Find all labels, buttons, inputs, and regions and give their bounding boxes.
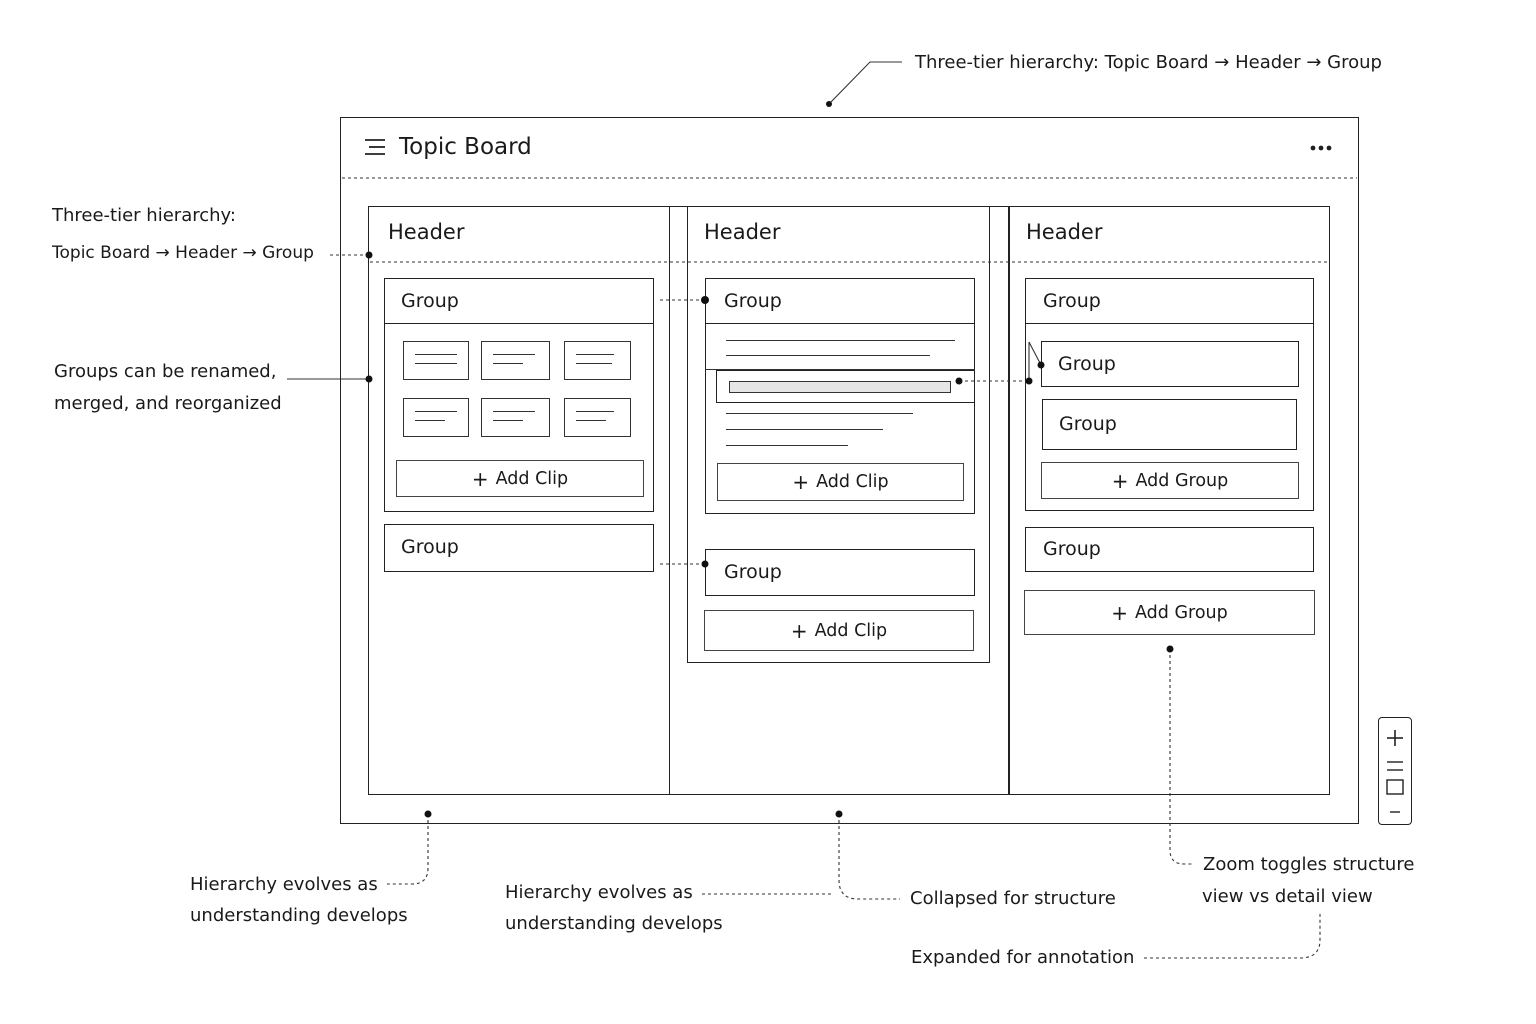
add-clip-label: Add Clip <box>816 472 889 492</box>
column-2-group-collapsed[interactable] <box>705 549 975 596</box>
column-2-group-title-bar[interactable] <box>705 278 975 324</box>
column-3-group-label[interactable]: Group <box>1043 290 1101 312</box>
text-line <box>726 355 930 357</box>
column-3-header[interactable]: Header <box>1026 220 1103 244</box>
annotation-hierarchy-line1: Three-tier hierarchy: <box>52 205 236 226</box>
column-3-group-collapsed[interactable] <box>1025 527 1314 572</box>
column-2-add-clip-bottom-button[interactable]: + Add Clip <box>704 610 974 651</box>
nested-group-1-label[interactable]: Group <box>1058 353 1116 375</box>
highlighted-text <box>729 381 951 393</box>
add-group-label: Add Group <box>1135 470 1229 491</box>
add-clip-label: Add Clip <box>495 468 569 489</box>
nested-group-1[interactable] <box>1041 341 1299 387</box>
plus-icon: + <box>1111 468 1129 493</box>
top-annotation: Three-tier hierarchy: Topic Board → Head… <box>915 52 1382 73</box>
detail-square-icon[interactable] <box>1385 778 1405 796</box>
plus-icon: + <box>792 470 810 494</box>
column-2-header[interactable]: Header <box>704 220 781 244</box>
clip-card[interactable] <box>481 398 550 437</box>
annotation-hierarchy-line2: Topic Board → Header → Group <box>52 243 314 263</box>
clip-card[interactable] <box>403 341 469 380</box>
annotation-expanded: Expanded for annotation <box>911 947 1135 968</box>
text-line <box>726 413 913 415</box>
plus-icon[interactable] <box>1385 728 1405 748</box>
clip-card[interactable] <box>564 398 631 437</box>
plus-icon: + <box>1111 600 1129 625</box>
column-1-group-collapsed-label[interactable]: Group <box>401 536 459 558</box>
column-1-header[interactable]: Header <box>388 220 465 244</box>
minus-icon[interactable] <box>1385 802 1405 816</box>
column-3-add-group-button[interactable]: + Add Group <box>1024 590 1315 635</box>
annotation-zoom-line1: Zoom toggles structure <box>1203 854 1415 875</box>
column-3-add-group-nested-button[interactable]: + Add Group <box>1041 462 1299 499</box>
column-1-group-title-bar[interactable] <box>384 278 654 324</box>
board-title: Topic Board <box>399 134 532 160</box>
column-3-group-collapsed-label[interactable]: Group <box>1043 538 1101 560</box>
clip-card[interactable] <box>481 341 550 380</box>
annotation-bottom-mid-line1: Hierarchy evolves as <box>505 882 693 903</box>
structure-lines-icon[interactable] <box>1385 758 1405 772</box>
nested-group-2[interactable] <box>1042 399 1297 450</box>
nested-group-2-label[interactable]: Group <box>1059 413 1117 435</box>
annotation-bottom-left-line2: understanding develops <box>190 905 408 926</box>
ellipsis-icon[interactable] <box>1308 140 1336 156</box>
annotation-groups-line2: merged, and reorganized <box>54 393 282 414</box>
column-1-add-clip-button[interactable]: + Add Clip <box>396 460 644 497</box>
column-3-group-title-bar[interactable] <box>1025 278 1314 324</box>
column-1-group-label[interactable]: Group <box>401 290 459 312</box>
clip-card[interactable] <box>403 398 469 437</box>
text-line <box>726 445 848 447</box>
clip-card[interactable] <box>564 341 631 380</box>
add-clip-label: Add Clip <box>814 620 888 641</box>
annotation-bottom-left-line1: Hierarchy evolves as <box>190 874 378 895</box>
annotation-collapsed: Collapsed for structure <box>910 888 1116 909</box>
annotation-zoom-line2: view vs detail view <box>1202 886 1373 907</box>
annotation-groups-line1: Groups can be renamed, <box>54 361 277 382</box>
column-2-group-label[interactable]: Group <box>724 290 782 312</box>
plus-icon: + <box>471 466 489 491</box>
add-group-label: Add Group <box>1135 602 1228 623</box>
column-2-add-clip-button[interactable]: + Add Clip <box>717 463 964 501</box>
plus-icon: + <box>790 618 808 643</box>
hamburger-menu-icon[interactable] <box>363 136 387 158</box>
column-2-group-collapsed-label[interactable]: Group <box>724 561 782 583</box>
text-line <box>726 429 883 431</box>
annotation-bottom-mid-line2: understanding develops <box>505 913 723 934</box>
column-1-group-collapsed[interactable] <box>384 524 654 572</box>
text-line <box>726 340 955 342</box>
clip-detail-header <box>705 324 975 370</box>
